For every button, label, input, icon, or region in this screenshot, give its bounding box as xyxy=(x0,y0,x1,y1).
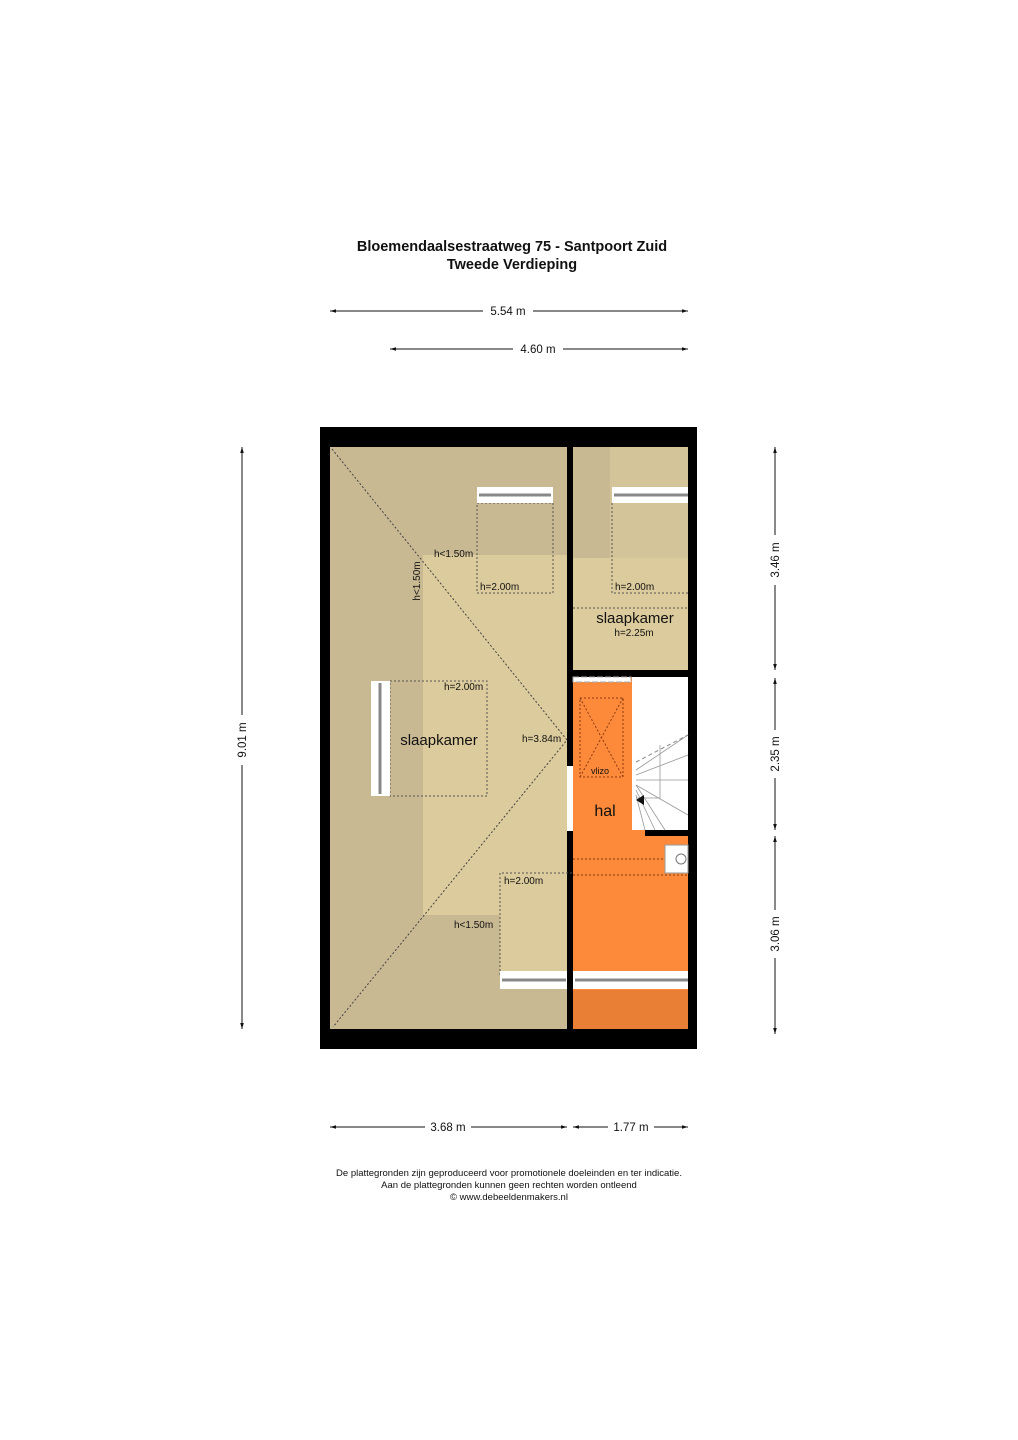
door-opening xyxy=(567,766,573,831)
headroom-area xyxy=(500,915,567,975)
disclaimer-line-1: De plattegronden zijn geproduceerd voor … xyxy=(336,1168,682,1179)
window xyxy=(371,681,390,796)
dimension-bottom-right: 1.77 m xyxy=(573,1122,688,1134)
dimension-right-bottom: 3.06 m xyxy=(770,836,782,1034)
dimension-top-partial: 4.60 m xyxy=(390,344,688,356)
wall xyxy=(630,670,688,677)
svg-text:1.77 m: 1.77 m xyxy=(613,1122,648,1134)
doorway xyxy=(572,676,632,683)
dimension-right-top: 3.46 m xyxy=(770,447,782,670)
dormer-outlines xyxy=(389,502,688,975)
height-label: h=2.00m xyxy=(615,582,654,593)
svg-text:9.01 m: 9.01 m xyxy=(237,722,249,757)
svg-text:4.60 m: 4.60 m xyxy=(520,344,555,356)
plan-title: Bloemendaalsestraatweg 75 - Santpoort Zu… xyxy=(357,239,667,255)
dimension-bottom-left: 3.68 m xyxy=(330,1122,567,1134)
plan-floor: Tweede Verdieping xyxy=(447,257,577,273)
headroom-area xyxy=(573,558,688,670)
window xyxy=(612,487,688,503)
svg-text:5.54 m: 5.54 m xyxy=(490,306,525,318)
dimension-top-total: 5.54 m xyxy=(330,306,688,318)
svg-text:3.06 m: 3.06 m xyxy=(770,916,782,951)
room-label-bedroom-left: slaapkamer xyxy=(400,732,478,749)
dimension-left-total: 9.01 m xyxy=(237,447,249,1029)
height-bedroom-right: h=2.25m xyxy=(614,628,653,639)
height-label: h<1.50m xyxy=(454,920,493,931)
height-label: h<1.50m xyxy=(412,561,423,600)
window xyxy=(477,487,553,503)
disclaimer-line-2: Aan de plattegronden kunnen geen rechten… xyxy=(381,1180,637,1191)
room-label-hall: hal xyxy=(594,803,615,820)
roof-ridge-lines xyxy=(331,448,568,1028)
room-label-bedroom-right: slaapkamer xyxy=(596,610,674,627)
svg-text:3.68 m: 3.68 m xyxy=(430,1122,465,1134)
height-label: h=3.84m xyxy=(522,734,561,745)
label-attic-hatch: vlizo xyxy=(591,766,609,776)
hall-lower xyxy=(573,990,688,1029)
attic-hatch xyxy=(579,697,624,778)
height-label: h=2.00m xyxy=(444,682,483,693)
dimension-right-middle: 2.35 m xyxy=(770,678,782,830)
headroom-area xyxy=(423,555,567,915)
height-label: h<1.50m xyxy=(434,549,473,560)
height-label: h=2.00m xyxy=(480,582,519,593)
staircase xyxy=(632,677,689,836)
window xyxy=(500,971,688,989)
svg-text:3.46 m: 3.46 m xyxy=(770,542,782,577)
copyright: © www.debeeldenmakers.nl xyxy=(450,1192,568,1203)
toilet-icon xyxy=(664,844,689,874)
height-label: h=2.00m xyxy=(504,876,543,887)
svg-text:2.35 m: 2.35 m xyxy=(770,736,782,771)
